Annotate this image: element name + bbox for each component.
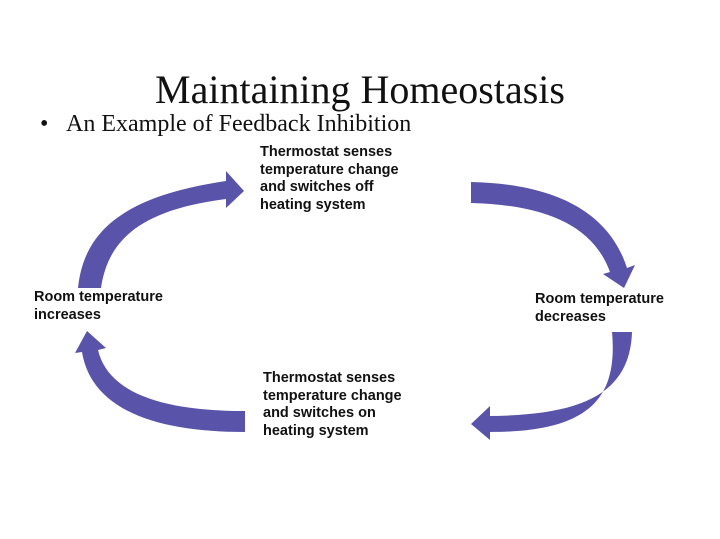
arrow-left-to-top-icon xyxy=(78,171,244,288)
arrow-right-to-bottom-icon xyxy=(471,332,632,440)
arrow-top-to-right-icon xyxy=(471,182,635,288)
bullet-item: • An Example of Feedback Inhibition xyxy=(40,110,411,138)
slide-title: Maintaining Homeostasis xyxy=(155,67,565,112)
node-room-temp-decreases: Room temperature decreases xyxy=(535,291,664,325)
bullet-marker: • xyxy=(40,111,49,137)
node-thermostat-off: Thermostat senses temperature change and… xyxy=(260,144,399,213)
bullet-text: An Example of Feedback Inhibition xyxy=(66,111,412,137)
node-room-temp-increases: Room temperature increases xyxy=(34,289,163,323)
arrow-bottom-to-left-icon xyxy=(75,331,245,432)
node-thermostat-on: Thermostat senses temperature change and… xyxy=(263,370,402,439)
